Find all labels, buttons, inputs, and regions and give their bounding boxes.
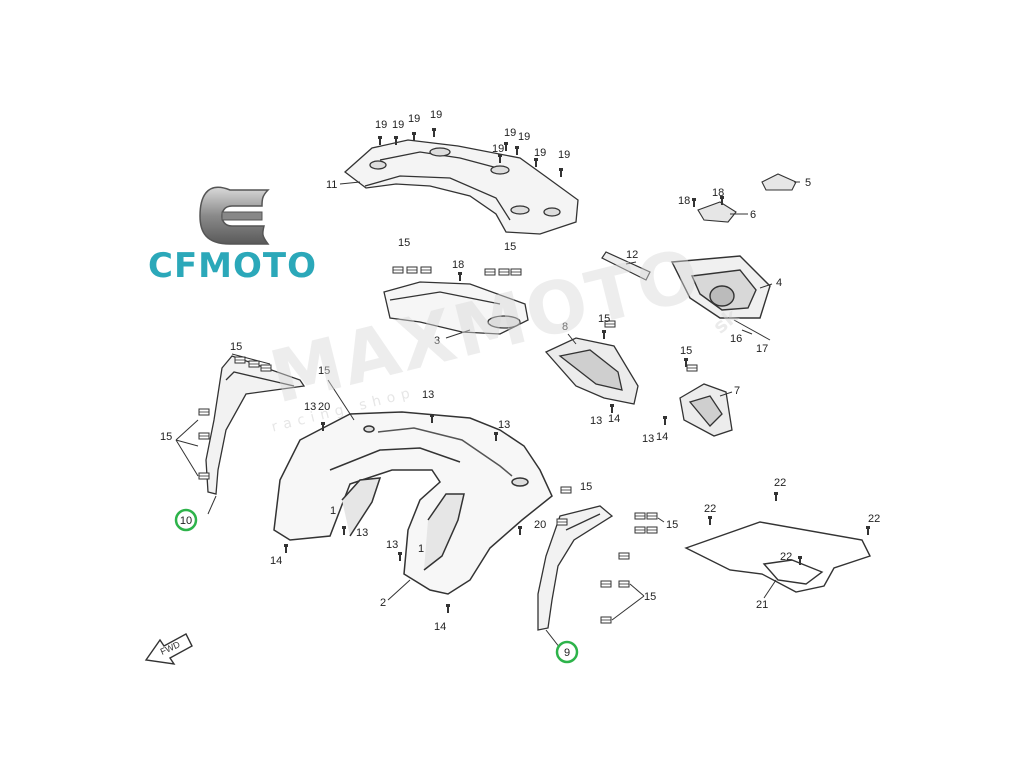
callout-label: 15 [504, 241, 516, 253]
callout-label: 18 [452, 259, 464, 271]
callout-label: 1 [330, 505, 336, 517]
callout-label: 15 [666, 519, 678, 531]
rear-fender [273, 411, 553, 595]
callout-label: 3 [434, 335, 440, 347]
callout-label: 22 [868, 513, 880, 525]
callout-label: 12 [626, 249, 638, 261]
storage-cover [670, 255, 771, 319]
floor-plate [684, 521, 871, 593]
callout-label: 22 [774, 477, 786, 489]
callout-label: 20 [534, 519, 546, 531]
callout-label-9: 9 [564, 647, 570, 659]
callout-label: 15 [680, 345, 692, 357]
latch-part [697, 173, 797, 223]
callout-label: 1 [418, 543, 424, 555]
callout-label: 14 [270, 555, 282, 567]
callout-label: 19 [375, 119, 387, 131]
fwd-arrow-icon: FWD [144, 633, 193, 665]
callout-label: 19 [504, 127, 516, 139]
callout-label: 19 [392, 119, 404, 131]
leader-lines [175, 181, 800, 649]
callout-label: 11 [326, 179, 337, 191]
callout-labels: 19 19 19 19 19 19 19 19 19 11 5 18 18 6 … [160, 109, 880, 633]
callout-label: 19 [430, 109, 442, 121]
callout-label: 7 [734, 385, 740, 397]
callout-label: 18 [712, 187, 724, 199]
callout-label: 14 [434, 621, 446, 633]
callout-label: 19 [558, 149, 570, 161]
rear-panel [383, 281, 529, 335]
callout-label: 13 [590, 415, 602, 427]
bar-part [601, 251, 651, 281]
callout-label: 15 [398, 237, 410, 249]
callout-label: 2 [380, 597, 386, 609]
callout-label: 19 [518, 131, 530, 143]
callout-label: 13 [356, 527, 368, 539]
callout-label: 15 [318, 365, 330, 377]
callout-label: 19 [408, 113, 420, 125]
callout-label: 8 [562, 321, 568, 333]
callout-label: 5 [805, 177, 811, 189]
highlighted-callouts: 10 9 [174, 508, 579, 664]
callout-label: 15 [230, 341, 242, 353]
side-cover-7 [679, 383, 733, 437]
callout-label: 15 [160, 431, 172, 443]
side-cover-8 [544, 337, 639, 405]
cfmoto-emblem [199, 186, 270, 245]
rear-rack [343, 139, 579, 235]
cfmoto-wordmark: CFMOTO [148, 246, 318, 286]
callout-label: 19 [492, 143, 504, 155]
callout-label: 15 [580, 481, 592, 493]
callout-label-10: 10 [180, 515, 192, 527]
callout-label: 13 [422, 389, 434, 401]
callout-label: 22 [704, 503, 716, 515]
callout-ring-9 [555, 640, 579, 664]
left-mud-flap-10 [205, 355, 306, 495]
callout-label: 15 [644, 591, 656, 603]
callout-label: 17 [756, 343, 768, 355]
callout-label: 4 [776, 277, 782, 289]
callout-label: 19 [534, 147, 546, 159]
callout-label: 20 [318, 401, 330, 413]
callout-label: 13 [642, 433, 654, 445]
callout-label: 14 [608, 413, 620, 425]
callout-label: 13 [386, 539, 398, 551]
callout-label: 21 [756, 599, 768, 611]
callout-ring-10 [174, 508, 198, 532]
callout-label: 18 [678, 195, 690, 207]
callout-label: 16 [730, 333, 742, 345]
callout-label: 6 [750, 209, 756, 221]
callout-label: 15 [598, 313, 610, 325]
callout-label: 13 [304, 401, 316, 413]
callout-label: 22 [780, 551, 792, 563]
right-mud-flap-9 [537, 505, 614, 631]
callout-label: 13 [498, 419, 510, 431]
callout-label: 14 [656, 431, 668, 443]
